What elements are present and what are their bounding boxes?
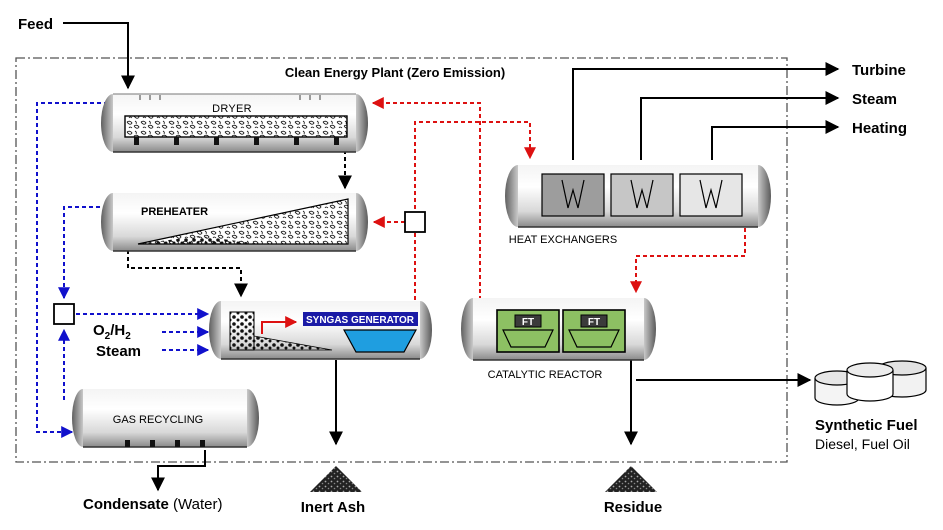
gas-recycling-unit xyxy=(72,389,259,448)
slash: / xyxy=(110,322,115,339)
dryer-unit xyxy=(101,93,368,153)
catalytic-reactor-unit xyxy=(461,298,656,361)
inert-ash-label: Inert Ash xyxy=(301,499,365,516)
transfer-lines xyxy=(127,150,352,298)
o2-symbol: O xyxy=(93,322,105,339)
o2-subscript: 2 xyxy=(104,331,111,342)
heat-exchangers-unit xyxy=(505,165,771,228)
turbine-output-label: Turbine xyxy=(852,62,906,79)
feed-label: Feed xyxy=(18,16,53,33)
plant-title: Clean Energy Plant (Zero Emission) xyxy=(285,65,505,80)
synthetic-fuel-label: Synthetic Fuel xyxy=(815,417,918,434)
gas-recycle-lines xyxy=(36,102,210,438)
steam-output-label: Steam xyxy=(852,91,897,108)
h2-symbol: H xyxy=(114,322,126,339)
condensate-detail: (Water) xyxy=(173,496,223,513)
hot-gas-junction-box xyxy=(404,211,426,233)
residue-pile-icon xyxy=(605,466,657,492)
dryer-label: DRYER xyxy=(212,103,252,115)
heating-output-label: Heating xyxy=(852,120,907,137)
fuel-drums-icon xyxy=(814,360,927,406)
plant-boundary xyxy=(15,57,788,463)
ft-label-1: FT xyxy=(522,317,534,328)
gas-recycling-label: GAS RECYCLING xyxy=(113,414,203,426)
syngas-generator-label: SYNGAS GENERATOR xyxy=(306,315,415,326)
preheater-unit xyxy=(101,193,368,252)
steam-input-label: Steam xyxy=(96,343,141,360)
residue-label: Residue xyxy=(604,499,662,516)
material-lines xyxy=(63,22,840,492)
condensate-output-label: Condensate (Water) xyxy=(83,496,222,513)
ft-label-2: FT xyxy=(588,317,600,328)
o2-h2-input-label: O2/H2 xyxy=(93,322,131,342)
condensate-label: Condensate xyxy=(83,496,169,513)
inert-ash-pile-icon xyxy=(310,466,362,492)
hot-gas-lines xyxy=(371,97,746,300)
gas-junction-box xyxy=(53,303,75,325)
h2-subscript: 2 xyxy=(125,331,131,342)
heat-exchangers-label: HEAT EXCHANGERS xyxy=(509,234,617,246)
synthetic-fuel-detail: Diesel, Fuel Oil xyxy=(815,436,910,452)
preheater-label: PREHEATER xyxy=(141,206,208,218)
syngas-generator-unit xyxy=(209,301,432,360)
catalytic-reactor-label: CATALYTIC REACTOR xyxy=(488,369,603,381)
